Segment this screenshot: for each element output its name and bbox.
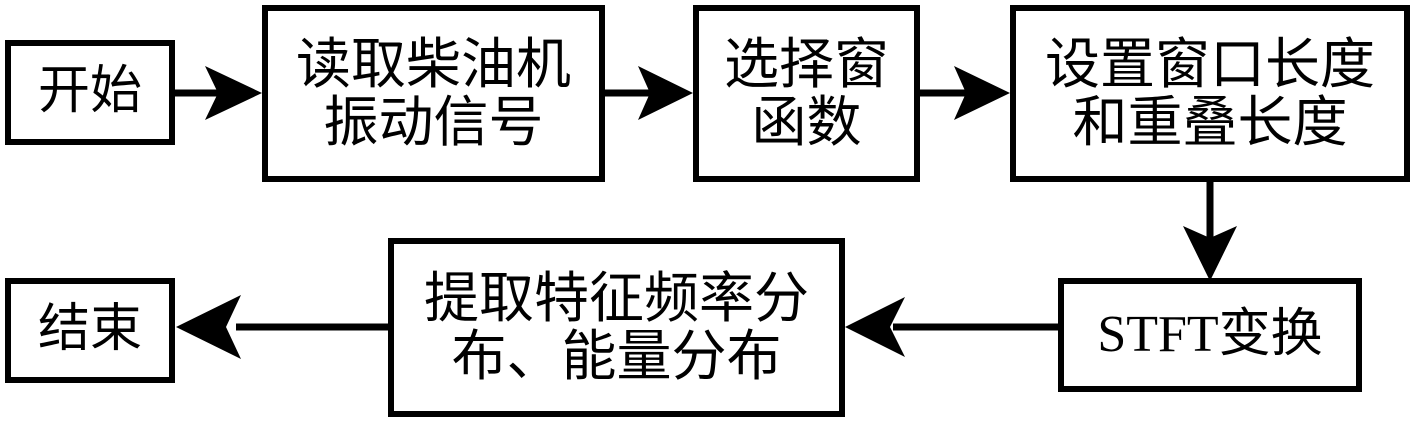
edge-length-to-stft <box>1183 179 1237 281</box>
node-box-start[interactable] <box>5 40 175 145</box>
node-box-length[interactable] <box>1010 5 1410 182</box>
edge-read-to-window <box>605 66 693 120</box>
node-box-window[interactable] <box>693 5 920 182</box>
node-box-end[interactable] <box>5 278 175 383</box>
edge-start-to-read <box>175 66 262 120</box>
arrowhead-left-icon <box>845 297 905 357</box>
arrowhead-left-icon <box>176 295 241 359</box>
node-box-read[interactable] <box>262 5 605 182</box>
edge-extract-to-end <box>176 295 391 359</box>
arrowhead-right-icon <box>954 66 1010 120</box>
arrowhead-down-icon <box>1183 226 1237 281</box>
edge-stft-to-extract <box>845 297 1061 357</box>
arrowhead-right-icon <box>638 66 693 120</box>
edge-window-to-length <box>920 66 1010 120</box>
node-box-extract[interactable] <box>388 238 845 417</box>
arrowhead-right-icon <box>205 66 262 120</box>
node-box-stft[interactable] <box>1058 278 1362 392</box>
